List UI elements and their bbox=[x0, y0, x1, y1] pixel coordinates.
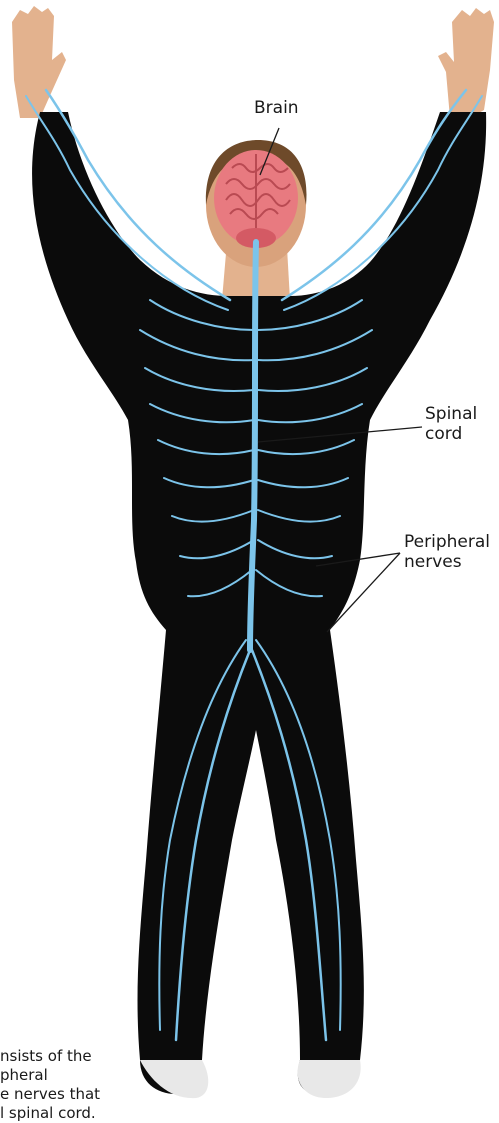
spinal-cord-label: Spinal cord bbox=[425, 404, 477, 444]
brain-label: Brain bbox=[254, 98, 299, 118]
hands bbox=[12, 6, 494, 118]
peripheral-nerves-label: Peripheral nerves bbox=[404, 532, 490, 572]
shoes bbox=[140, 1060, 361, 1098]
figure-caption: nsists of the pheral e nerves that l spi… bbox=[0, 1047, 140, 1123]
